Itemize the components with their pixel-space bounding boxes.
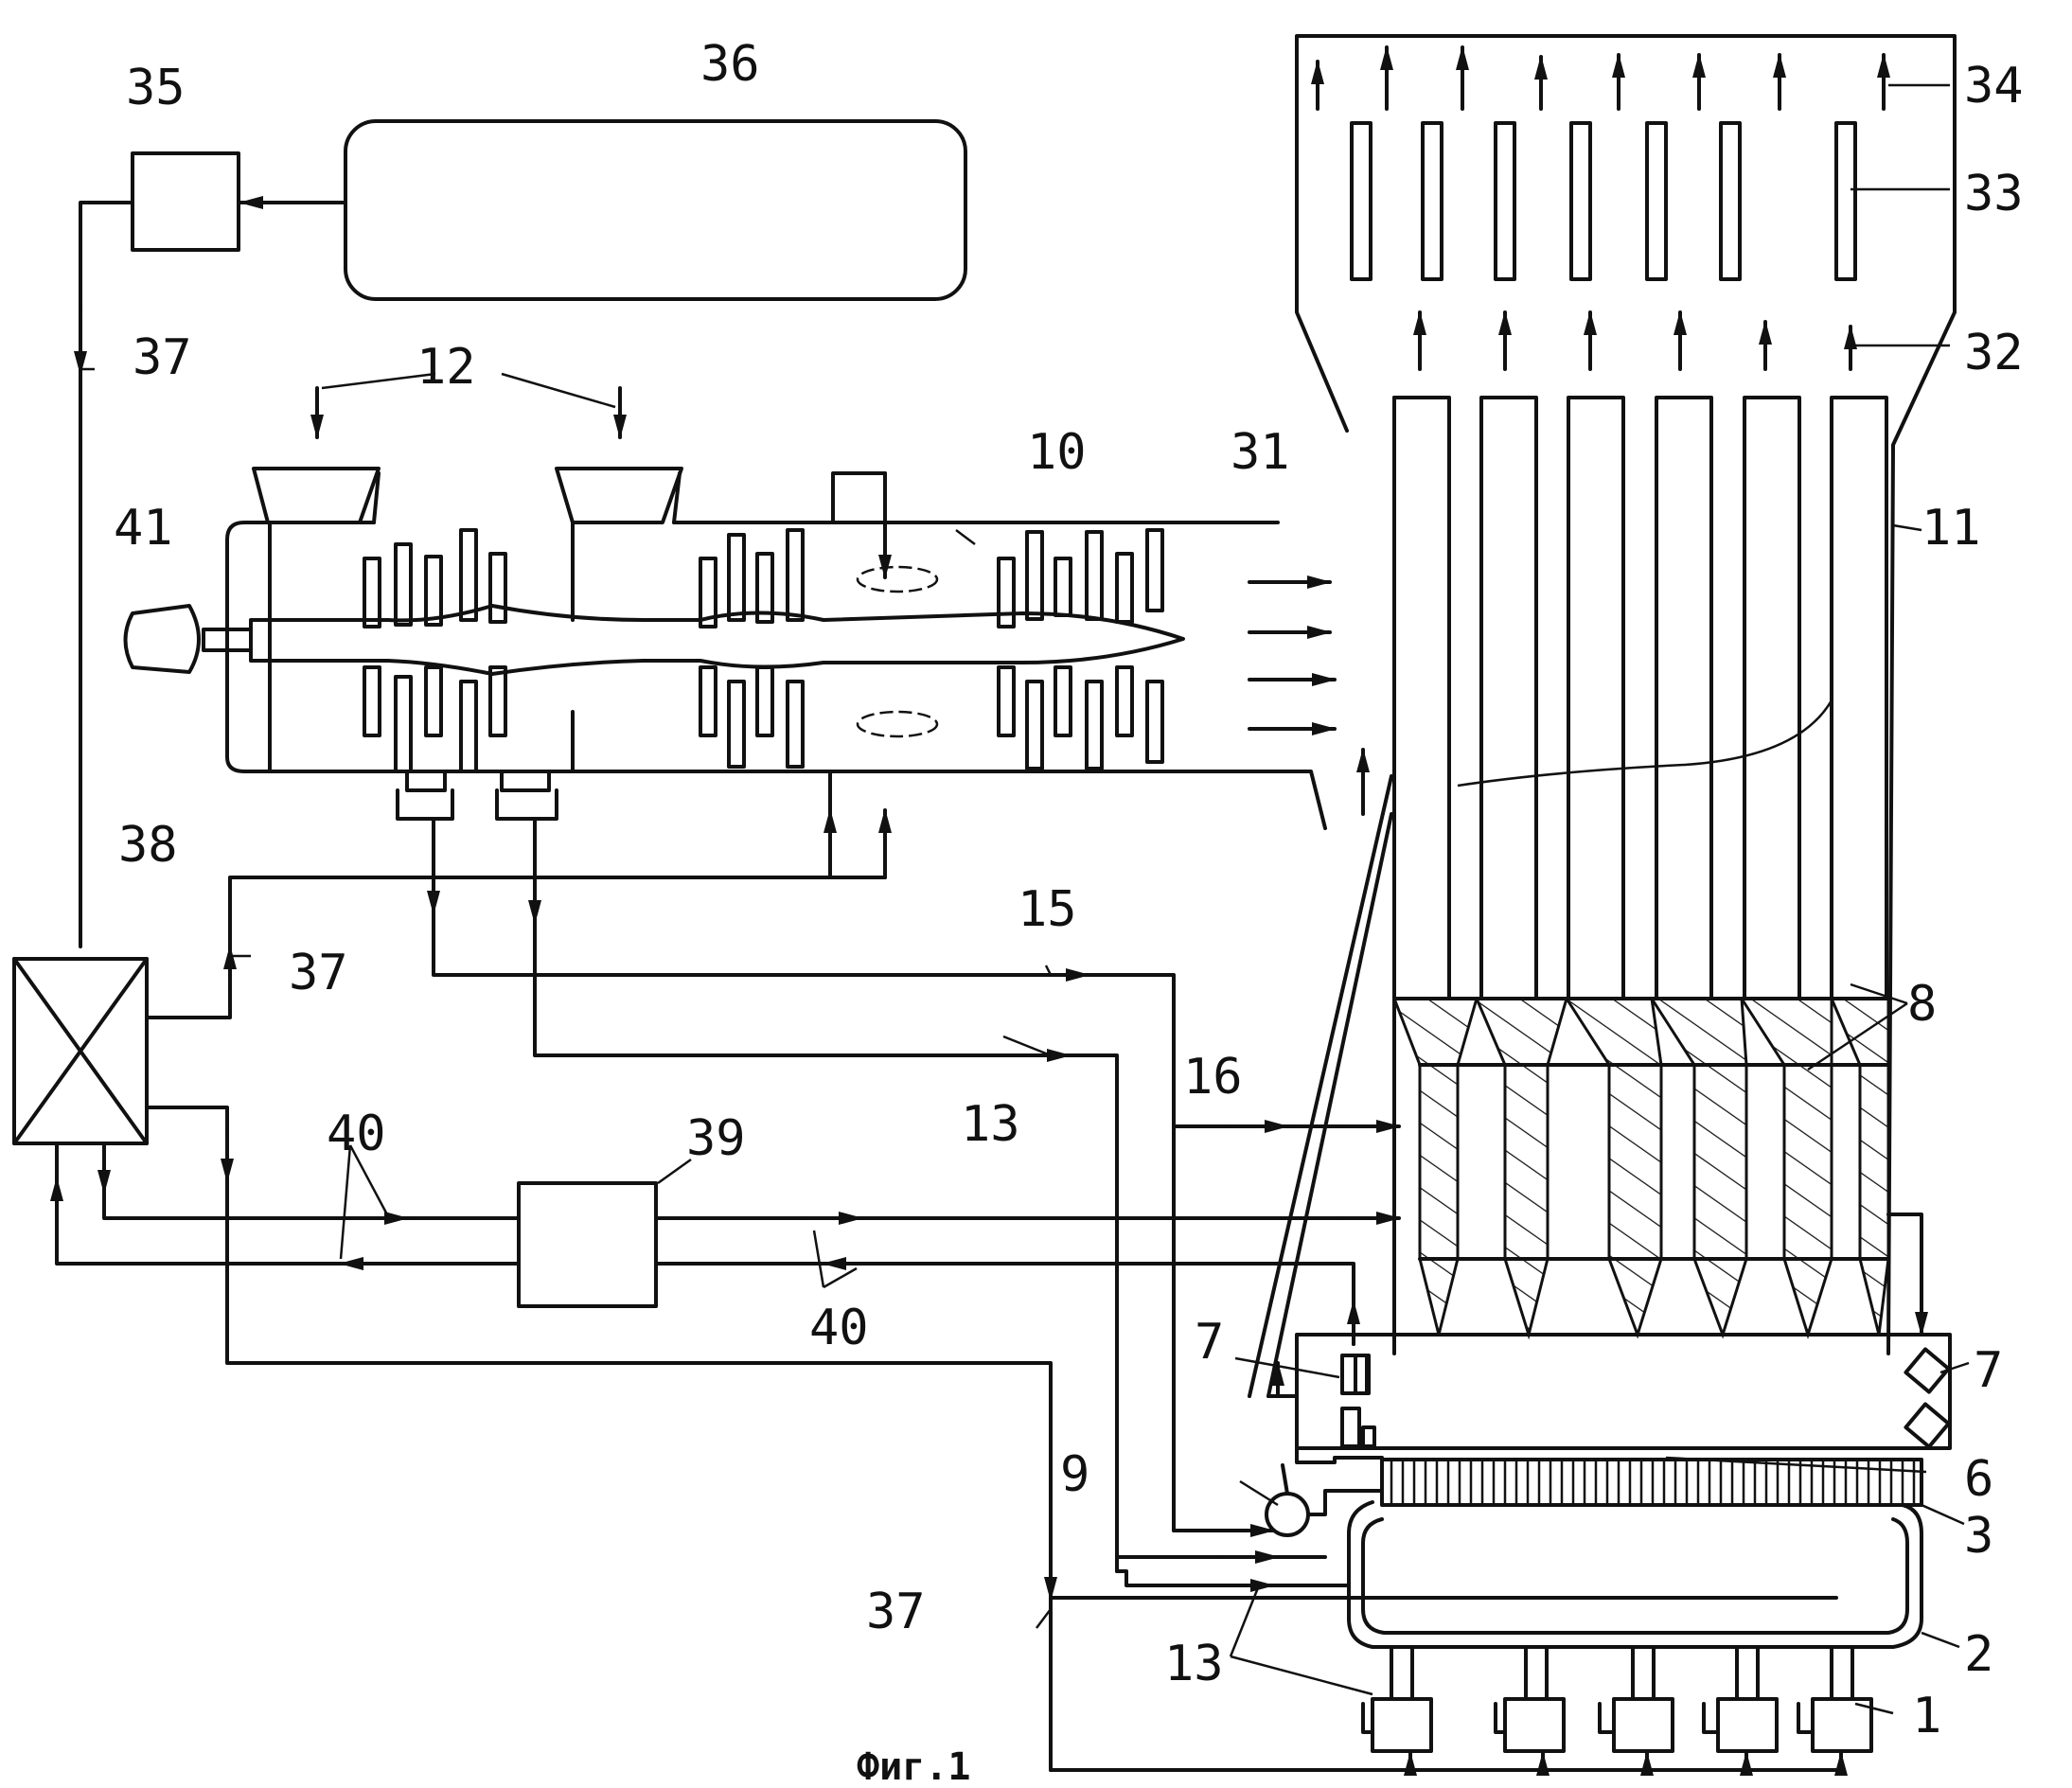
unit-35	[133, 153, 239, 250]
label-12: 12	[416, 339, 476, 396]
label-13-low: 13	[1164, 1636, 1224, 1692]
label-2: 2	[1964, 1626, 1993, 1683]
label-37-mid: 37	[289, 945, 348, 1001]
label-8: 8	[1907, 976, 1937, 1033]
label-7-left: 7	[1195, 1314, 1224, 1371]
unit-39	[519, 1183, 656, 1306]
label-10: 10	[1027, 424, 1087, 481]
label-11: 11	[1921, 500, 1981, 557]
label-15: 15	[1018, 881, 1077, 938]
label-34: 34	[1964, 58, 2024, 115]
label-32: 32	[1964, 325, 2024, 381]
label-35: 35	[126, 60, 186, 116]
label-31: 31	[1231, 424, 1290, 481]
label-16: 16	[1183, 1049, 1243, 1106]
label-37-top: 37	[133, 329, 192, 386]
label-1: 1	[1912, 1688, 1941, 1744]
label-40-left: 40	[327, 1106, 386, 1162]
label-33: 33	[1964, 166, 2024, 222]
tank-36	[345, 121, 965, 299]
label-7-right: 7	[1974, 1342, 2003, 1399]
label-39: 39	[686, 1110, 746, 1167]
label-9: 9	[1060, 1446, 1089, 1503]
label-3: 3	[1964, 1508, 1993, 1565]
label-13-mid: 13	[961, 1096, 1020, 1153]
label-41: 41	[114, 500, 173, 557]
label-40-right: 40	[809, 1300, 869, 1356]
figure-caption: Фиг.1	[857, 1745, 970, 1788]
label-6: 6	[1964, 1451, 1993, 1508]
tower-11	[1297, 36, 1955, 1354]
turbine-10	[126, 469, 1326, 828]
exchanger-38	[14, 959, 147, 1143]
label-38: 38	[118, 817, 178, 874]
label-36: 36	[700, 36, 760, 93]
label-37-bottom: 37	[866, 1584, 926, 1640]
